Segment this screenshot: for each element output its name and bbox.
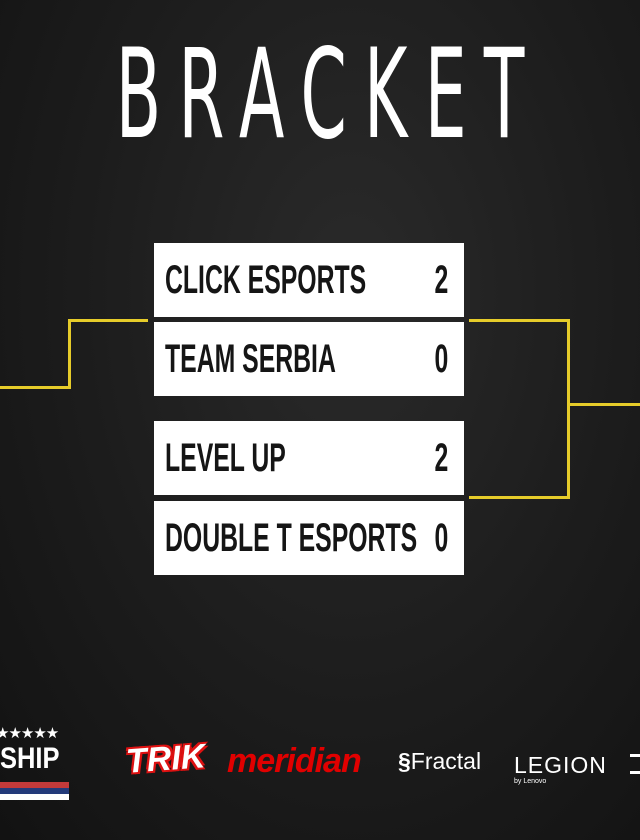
team-row: CLICK ESPORTS 2 xyxy=(154,243,464,317)
championship-text: SHIP xyxy=(0,742,60,775)
sponsor-bar: ★★★★★ SHIP TRIK meridian §Fractal LEGION… xyxy=(0,720,640,810)
meridian-logo: meridian xyxy=(227,742,362,780)
team-row: TEAM SERBIA 0 xyxy=(154,322,464,396)
team-row: LEVEL UP 2 xyxy=(154,421,464,495)
bracket-line xyxy=(68,319,148,322)
legion-sub: by Lenovo xyxy=(514,778,547,785)
bracket-line xyxy=(567,403,640,406)
team-name: CLICK ESPORTS xyxy=(165,258,367,302)
bracket-line xyxy=(567,319,570,499)
partial-logo xyxy=(630,754,640,774)
legion-logo: LEGION by Lenovo xyxy=(514,752,607,785)
bracket-line xyxy=(469,496,570,499)
team-score: 2 xyxy=(434,258,448,302)
fractal-text: Fractal xyxy=(410,748,482,774)
fractal-logo: §Fractal xyxy=(398,748,481,775)
team-name: TEAM SERBIA xyxy=(165,337,336,381)
team-score: 0 xyxy=(434,337,448,381)
team-score: 2 xyxy=(434,436,448,480)
team-row: DOUBLE T ESPORTS 0 xyxy=(154,501,464,575)
fractal-icon: § xyxy=(398,748,411,774)
team-name: DOUBLE T ESPORTS xyxy=(165,516,418,560)
stars: ★★★★★ xyxy=(0,725,59,742)
championship-logo: ★★★★★ SHIP xyxy=(0,720,70,804)
legion-text: LEGION xyxy=(514,752,607,778)
team-name: LEVEL UP xyxy=(165,436,286,480)
bracket-line xyxy=(0,386,71,389)
team-score: 0 xyxy=(434,516,448,560)
page-title: BRACKET xyxy=(115,22,542,167)
bracket-line xyxy=(68,319,71,389)
trik-logo: TRIK xyxy=(124,737,207,781)
bracket-line xyxy=(469,319,570,322)
